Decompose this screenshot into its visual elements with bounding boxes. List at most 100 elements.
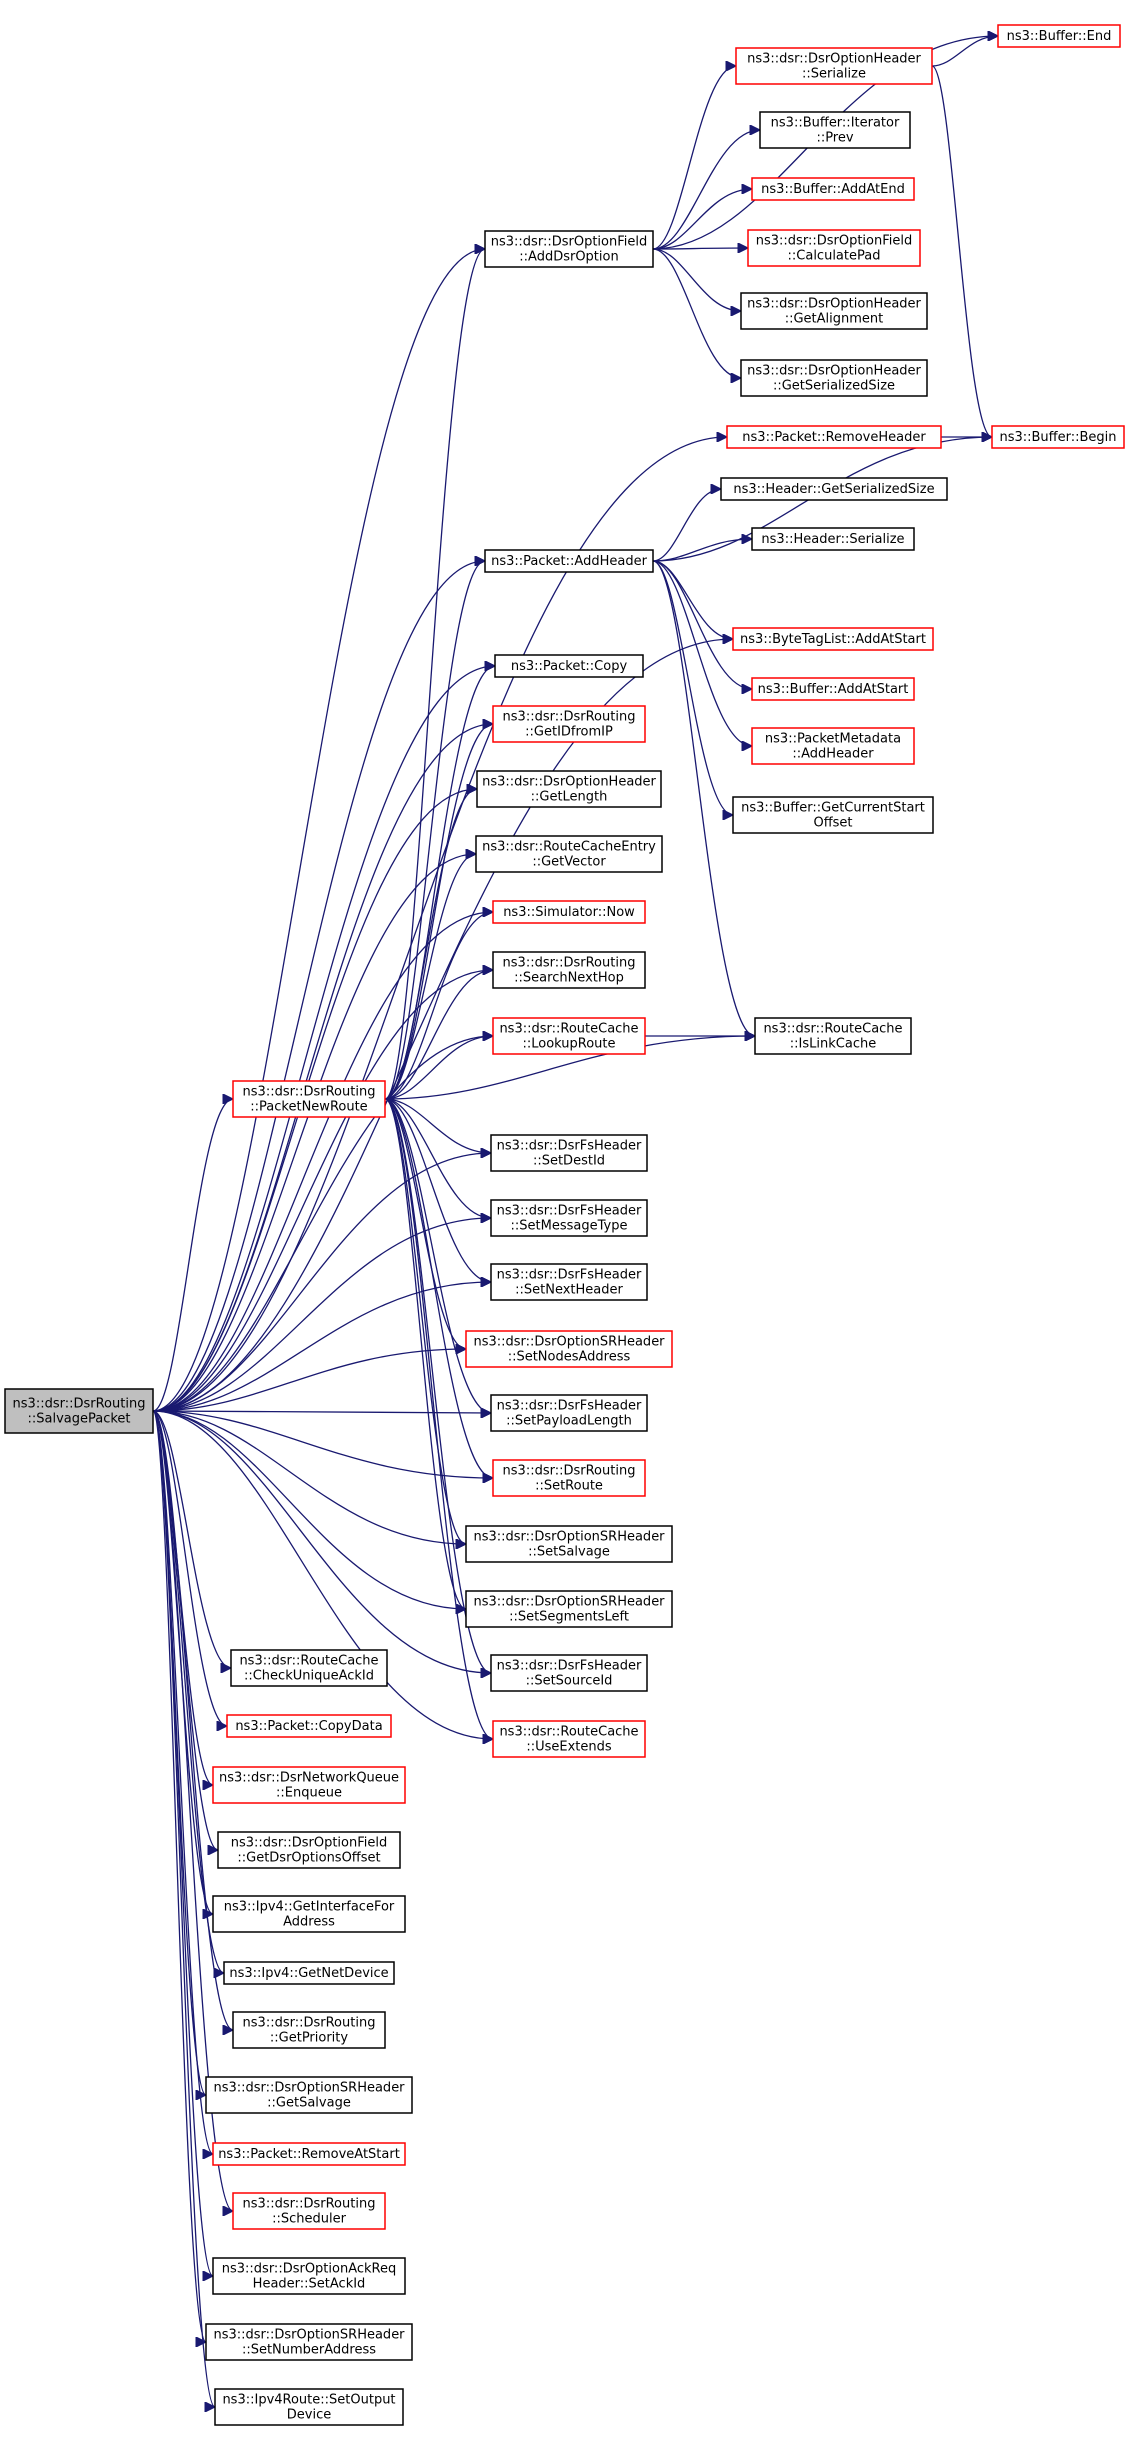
node-adddsroption[interactable]: ns3::dsr::DsrOptionField::AddDsrOption (484, 230, 654, 268)
node-label: ::SetNodesAddress (508, 1350, 631, 1365)
node-getprio[interactable]: ns3::dsr::DsrRouting::GetPriority (232, 2011, 386, 2049)
node-copydata[interactable]: ns3::Packet::CopyData (226, 1714, 392, 1738)
edge-salvage-to-setsegleft (152, 1410, 466, 1609)
node-setnumaddr[interactable]: ns3::dsr::DsrOptionSRHeader::SetNumberAd… (205, 2323, 413, 2361)
node-label: ns3::dsr::DsrFsHeader (497, 1268, 642, 1283)
edge-adddsroption-to-getalign (652, 248, 741, 311)
node-box (726, 425, 942, 449)
node-checkack[interactable]: ns3::dsr::RouteCache::CheckUniqueAckId (230, 1649, 388, 1687)
node-label: ns3::Packet::CopyData (235, 1719, 382, 1734)
node-bufbegin[interactable]: ns3::Buffer::Begin (991, 425, 1125, 449)
node-addatend[interactable]: ns3::Buffer::AddAtEnd (751, 177, 915, 201)
node-setsegleft[interactable]: ns3::dsr::DsrOptionSRHeader::SetSegments… (465, 1590, 673, 1628)
node-salvage[interactable]: ns3::dsr::DsrRouting::SalvagePacket (4, 1388, 154, 1434)
node-box (226, 1714, 392, 1738)
node-setsalvage[interactable]: ns3::dsr::DsrOptionSRHeader::SetSalvage (465, 1525, 673, 1563)
node-label: ::PacketNewRoute (250, 1100, 367, 1115)
edge-packetnewroute-to-useextends (384, 1098, 494, 1739)
node-label: ::IsLinkCache (790, 1037, 876, 1052)
node-label: ns3::dsr::DsrOptionHeader (747, 297, 921, 312)
node-getvector[interactable]: ns3::dsr::RouteCacheEntry::GetVector (475, 835, 663, 873)
edge-addheader-to-bufaddatstart (652, 560, 752, 689)
node-copy[interactable]: ns3::Packet::Copy (494, 654, 644, 678)
node-label: ns3::Header::GetSerializedSize (733, 482, 934, 497)
edge-adddsroption-to-calcpad (652, 248, 748, 249)
node-label: Device (287, 2408, 331, 2423)
node-useextends[interactable]: ns3::dsr::RouteCache::UseExtends (492, 1720, 646, 1758)
node-iterprev[interactable]: ns3::Buffer::Iterator::Prev (759, 111, 911, 149)
node-hdrsersize[interactable]: ns3::Header::GetSerializedSize (720, 477, 948, 501)
node-searchnext[interactable]: ns3::dsr::DsrRouting::SearchNextHop (492, 951, 646, 989)
node-setdestid[interactable]: ns3::dsr::DsrFsHeader::SetDestId (490, 1134, 648, 1172)
edge-packetnewroute-to-islinkcache (384, 1036, 755, 1100)
node-removeheader[interactable]: ns3::Packet::RemoveHeader (726, 425, 942, 449)
node-label: ::SalvagePacket (27, 1412, 130, 1427)
node-serialize[interactable]: ns3::dsr::DsrOptionHeader::Serialize (735, 47, 933, 85)
node-setroute[interactable]: ns3::dsr::DsrRouting::SetRoute (492, 1459, 646, 1497)
node-label: ns3::dsr::DsrFsHeader (497, 1659, 642, 1674)
node-hdrserialize[interactable]: ns3::Header::Serialize (751, 527, 915, 551)
node-label: ns3::dsr::RouteCacheEntry (482, 840, 656, 855)
node-removeatstart[interactable]: ns3::Packet::RemoveAtStart (212, 2142, 406, 2166)
node-box (465, 1525, 673, 1563)
node-now[interactable]: ns3::Simulator::Now (492, 900, 646, 924)
node-enqueue[interactable]: ns3::dsr::DsrNetworkQueue::Enqueue (212, 1766, 406, 1804)
node-scheduler[interactable]: ns3::dsr::DsrRouting::Scheduler (232, 2192, 386, 2230)
node-getalign[interactable]: ns3::dsr::DsrOptionHeader::GetAlignment (740, 292, 928, 330)
node-box (490, 1263, 648, 1301)
node-addheader[interactable]: ns3::Packet::AddHeader (484, 549, 654, 573)
node-packetnewroute[interactable]: ns3::dsr::DsrRouting::PacketNewRoute (232, 1080, 386, 1118)
node-islinkcache[interactable]: ns3::dsr::RouteCache::IsLinkCache (754, 1017, 912, 1055)
edge-salvage-to-copydata (152, 1410, 228, 1726)
node-getnetdev[interactable]: ns3::Ipv4::GetNetDevice (223, 1961, 395, 1985)
node-box (490, 1394, 648, 1432)
node-getlength[interactable]: ns3::dsr::DsrOptionHeader::GetLength (476, 770, 662, 808)
node-setnexthdr[interactable]: ns3::dsr::DsrFsHeader::SetNextHeader (490, 1263, 648, 1301)
node-box (484, 230, 654, 268)
node-setnodesaddr[interactable]: ns3::dsr::DsrOptionSRHeader::SetNodesAdd… (465, 1330, 673, 1368)
edge-packetnewroute-to-getvector (384, 854, 477, 1100)
edge-salvage-to-bytetag (152, 639, 733, 1412)
node-getdsroff[interactable]: ns3::dsr::DsrOptionField::GetDsrOptionsO… (217, 1831, 401, 1869)
node-getid[interactable]: ns3::dsr::DsrRouting::GetIDfromIP (492, 705, 646, 743)
node-box (751, 177, 915, 201)
edge-salvage-to-setnumaddr (152, 1410, 207, 2342)
node-setackid[interactable]: ns3::dsr::DsrOptionAckReqHeader::SetAckI… (212, 2257, 406, 2295)
node-bytetag[interactable]: ns3::ByteTagList::AddAtStart (732, 627, 934, 651)
node-label: ns3::dsr::DsrFsHeader (497, 1204, 642, 1219)
node-label: ns3::dsr::DsrRouting (243, 1085, 376, 1100)
node-label: Offset (813, 816, 852, 831)
node-setpayload[interactable]: ns3::dsr::DsrFsHeader::SetPayloadLength (490, 1394, 648, 1432)
node-label: ::GetPriority (270, 2031, 349, 2046)
node-box (212, 1895, 406, 1933)
node-calcpad[interactable]: ns3::dsr::DsrOptionField::CalculatePad (747, 229, 921, 267)
node-getsalvage[interactable]: ns3::dsr::DsrOptionSRHeader::GetSalvage (205, 2076, 413, 2114)
edge-packetnewroute-to-setmsgtype (384, 1098, 491, 1218)
node-bufend[interactable]: ns3::Buffer::End (997, 24, 1121, 48)
node-label: ::UseExtends (526, 1740, 612, 1755)
edge-salvage-to-now (152, 912, 493, 1412)
edge-packetnewroute-to-setnodesaddr (384, 1098, 467, 1349)
edge-salvage-to-searchnext (152, 970, 493, 1412)
node-setsourceid[interactable]: ns3::dsr::DsrFsHeader::SetSourceId (490, 1654, 648, 1692)
node-getsersize-opt[interactable]: ns3::dsr::DsrOptionHeader::GetSerialized… (740, 359, 928, 397)
node-label: ns3::PacketMetadata (765, 732, 901, 747)
node-metadata[interactable]: ns3::PacketMetadata::AddHeader (751, 727, 915, 765)
node-setmsgtype[interactable]: ns3::dsr::DsrFsHeader::SetMessageType (490, 1199, 648, 1237)
node-label: ::Serialize (802, 67, 866, 82)
node-label: ::GetSalvage (267, 2096, 351, 2111)
edge-salvage-to-setpayload (152, 1411, 491, 1413)
node-lookuproute[interactable]: ns3::dsr::RouteCache::LookupRoute (492, 1017, 646, 1055)
node-box (490, 1654, 648, 1692)
node-label: ns3::dsr::DsrOptionSRHeader (473, 1595, 665, 1610)
node-label: ns3::dsr::DsrOptionSRHeader (473, 1335, 665, 1350)
node-label: ns3::Packet::Copy (511, 659, 628, 674)
edge-packetnewroute-to-addheader (384, 561, 486, 1100)
node-box (732, 627, 934, 651)
edges-layer (152, 36, 998, 2407)
node-bufaddatstart[interactable]: ns3::Buffer::AddAtStart (751, 677, 915, 701)
node-label: ::SetSegmentsLeft (509, 1610, 629, 1625)
